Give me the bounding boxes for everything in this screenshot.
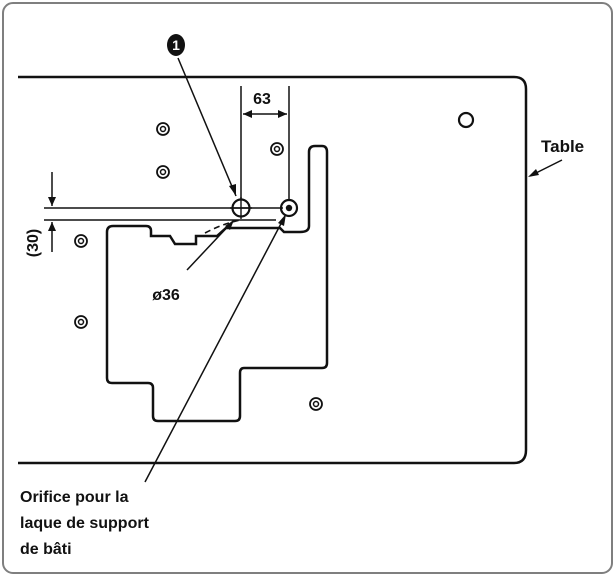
mounting-hole — [270, 142, 284, 156]
dimension-30-label: (30) — [25, 229, 42, 257]
dimension-63 — [240, 86, 290, 200]
plain-hole — [457, 111, 475, 129]
mounting-hole — [156, 165, 170, 179]
mounting-hole — [74, 315, 88, 329]
orifice-arrow — [278, 214, 286, 226]
dimension-30 — [44, 172, 283, 252]
table-label-arrow — [528, 169, 539, 177]
diameter-arrow — [225, 220, 234, 230]
table-label: Table — [541, 137, 584, 156]
dimension-63-label: 63 — [253, 91, 271, 108]
mounting-holes — [74, 122, 323, 411]
orifice-label-line1: Orifice pour la — [20, 489, 129, 506]
callout-arrow — [229, 184, 236, 196]
table-outline — [18, 75, 528, 465]
mounting-hole — [309, 397, 323, 411]
callout-number: 1 — [172, 37, 180, 53]
reference-dashed-arc — [204, 219, 241, 234]
orifice-leader — [144, 215, 286, 483]
bed-cutout-outline — [105, 144, 329, 423]
diameter-leader — [186, 219, 235, 271]
orifice-label-line3: de bâti — [20, 541, 72, 558]
mounting-hole — [74, 234, 88, 248]
callout-leader — [177, 57, 237, 197]
orifice-label-line2: laque de support — [20, 515, 150, 532]
frame-support-hole — [279, 198, 299, 218]
callout-badge: 1 — [167, 34, 185, 56]
diameter-label: ø36 — [152, 287, 180, 304]
mounting-hole — [156, 122, 170, 136]
